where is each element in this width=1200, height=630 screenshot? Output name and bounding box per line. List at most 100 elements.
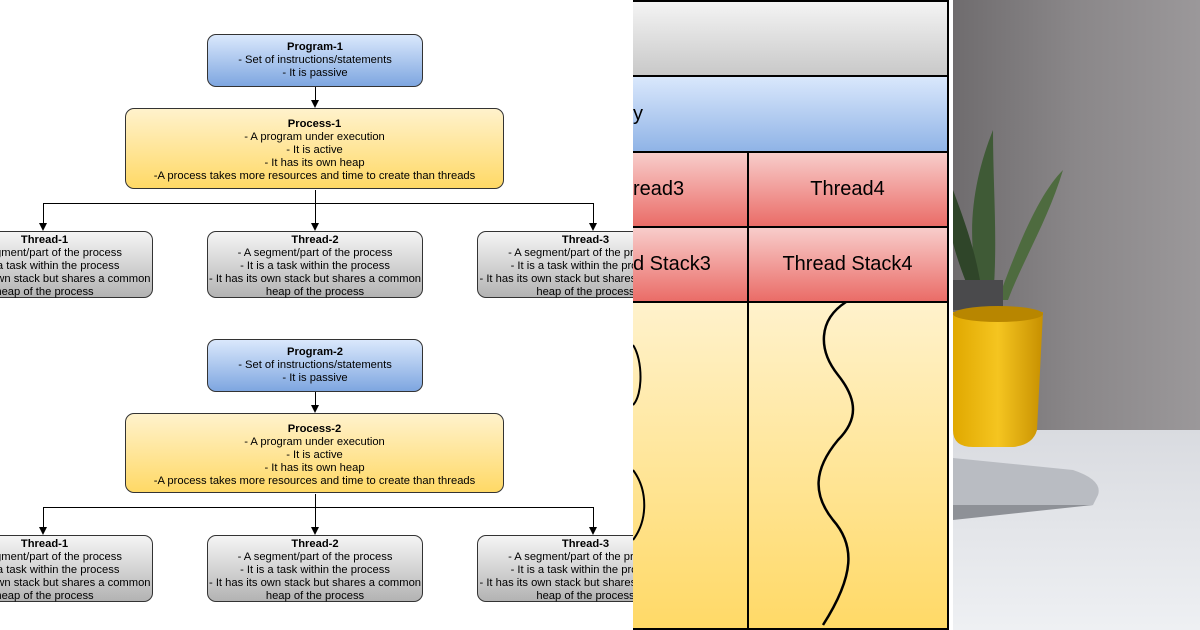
- connector-line: [593, 507, 594, 528]
- thread-1-box: Thread-1 - A segment/part of the process…: [0, 535, 153, 602]
- connector-line: [315, 87, 316, 101]
- process-1-box: Process-1 - A program under execution - …: [125, 108, 504, 189]
- thread-line: - It is a task within the process: [510, 260, 633, 272]
- grid-line: [633, 628, 948, 630]
- thread4-wave: [817, 300, 855, 626]
- process-line: - It is active: [286, 449, 343, 461]
- thread4-header: Thread4: [747, 152, 948, 227]
- arrow-head: [589, 527, 597, 535]
- thread-3-box: Thread-3 - A segment/part of the process…: [477, 535, 633, 602]
- thread-line: - It is a task within the process: [240, 260, 390, 272]
- thread-line: - A segment/part of the process: [0, 247, 122, 259]
- arrow-head: [311, 405, 319, 413]
- thread-line: - It is a task within the process: [0, 260, 120, 272]
- program-line: - It is passive: [282, 372, 348, 384]
- process-line: - A program under execution: [244, 131, 385, 143]
- connector-line: [315, 494, 316, 528]
- thread-line: heap of the process: [265, 286, 365, 298]
- thread-line: - It has its own stack but shares a comm…: [0, 273, 151, 285]
- connector-line: [43, 203, 44, 224]
- arrow-head: [311, 223, 319, 231]
- thread-title: Thread-1: [20, 538, 69, 550]
- grid-line: [747, 151, 749, 630]
- thread-execution-area: [633, 302, 948, 630]
- grid-line: [633, 0, 948, 2]
- program-title: Program-2: [287, 346, 343, 358]
- thread-2-box: Thread-2 - A segment/part of the process…: [207, 535, 423, 602]
- program-line: - Set of instructions/statements: [238, 359, 392, 371]
- thread-line: - It has its own stack but shares a comm…: [208, 273, 422, 285]
- thread-stack3-cell: d Stack3: [633, 227, 747, 302]
- thread-stack4-label: Thread Stack4: [782, 253, 913, 275]
- grid-line: [633, 151, 948, 153]
- thread-2-box: Thread-2 - A segment/part of the process…: [207, 231, 423, 298]
- heap-row: y: [633, 76, 948, 152]
- thread-line: - It has its own stack but shares a comm…: [479, 577, 633, 589]
- connector-line: [593, 203, 594, 224]
- thread-line: - It has its own stack but shares a comm…: [479, 273, 633, 285]
- thread-3-box: Thread-3 - A segment/part of the process…: [477, 231, 633, 298]
- thread-line: - It has its own stack but shares a comm…: [0, 577, 151, 589]
- connector-line: [43, 203, 594, 204]
- thread-line: - A segment/part of the process: [508, 247, 633, 259]
- grid-line: [633, 75, 948, 77]
- program-line: - Set of instructions/statements: [238, 54, 392, 66]
- program-1-box: Program-1 - Set of instructions/statemen…: [207, 34, 423, 87]
- heap-label: y: [633, 102, 643, 125]
- arrow-head: [589, 223, 597, 231]
- program-title: Program-1: [287, 41, 343, 53]
- connector-line: [315, 392, 316, 406]
- thread-title: Thread-2: [291, 234, 339, 246]
- thread-line: - It is a task within the process: [510, 564, 633, 576]
- process-2-box: Process-2 - A program under execution - …: [125, 413, 504, 493]
- process-line: - A program under execution: [244, 436, 385, 448]
- thread-wave-lines: [633, 300, 855, 626]
- thread-line: heap of the process: [536, 590, 633, 602]
- process-line: - It has its own heap: [264, 157, 365, 169]
- process-title: Process-2: [287, 423, 342, 435]
- process-thread-diagram: Program-1 - Set of instructions/statemen…: [0, 34, 633, 602]
- thread-line: - It has its own stack but shares a comm…: [208, 577, 422, 589]
- process-line: -A process takes more resources and time…: [153, 475, 476, 487]
- thread-line: heap of the process: [0, 590, 94, 602]
- process-line: - It has its own heap: [264, 462, 365, 474]
- thread-stack3-label: d Stack3: [633, 253, 711, 275]
- thread-stack4-cell: Thread Stack4: [747, 227, 948, 302]
- grid-line: [633, 226, 948, 228]
- thread-title: Thread-3: [561, 538, 610, 550]
- thread-1-box: Thread-1 - A segment/part of the process…: [0, 231, 153, 298]
- thread3-label: read3: [633, 178, 685, 200]
- thread-line: - A segment/part of the process: [237, 247, 393, 259]
- program-line: - It is passive: [282, 67, 348, 79]
- memory-header-row: [633, 0, 948, 76]
- thread3-wave: [633, 344, 646, 541]
- memory-layout-panel: y read3 Thread4 d Stack3 Thread Stack4: [633, 0, 953, 630]
- thread-title: Thread-1: [20, 234, 69, 246]
- grid-line: [947, 0, 949, 630]
- process-line: -A process takes more resources and time…: [153, 170, 476, 182]
- thread4-label: Thread4: [810, 178, 885, 200]
- connector-line: [315, 190, 316, 224]
- arrow-head: [311, 527, 319, 535]
- thread-line: - A segment/part of the process: [0, 551, 122, 563]
- grid-line: [633, 301, 948, 303]
- program-2-box: Program-2 - Set of instructions/statemen…: [207, 339, 423, 392]
- thread-line: - A segment/part of the process: [508, 551, 633, 563]
- thread-line: - A segment/part of the process: [237, 551, 393, 563]
- thread-line: heap of the process: [536, 286, 633, 298]
- thread-title: Thread-3: [561, 234, 610, 246]
- arrow-head: [39, 223, 47, 231]
- mug-icon: [953, 306, 1043, 447]
- thread-line: - It is a task within the process: [240, 564, 390, 576]
- arrow-head: [39, 527, 47, 535]
- thread3-header: read3: [633, 152, 747, 227]
- plant-icon: [953, 130, 1063, 310]
- process-title: Process-1: [287, 118, 342, 130]
- thread-line: heap of the process: [265, 590, 365, 602]
- laptop-icon: [953, 458, 1099, 520]
- process-line: - It is active: [286, 144, 343, 156]
- desk-photo: [953, 0, 1200, 630]
- thread-line: - It is a task within the process: [0, 564, 120, 576]
- thread-line: heap of the process: [0, 286, 94, 298]
- connector-line: [43, 507, 44, 528]
